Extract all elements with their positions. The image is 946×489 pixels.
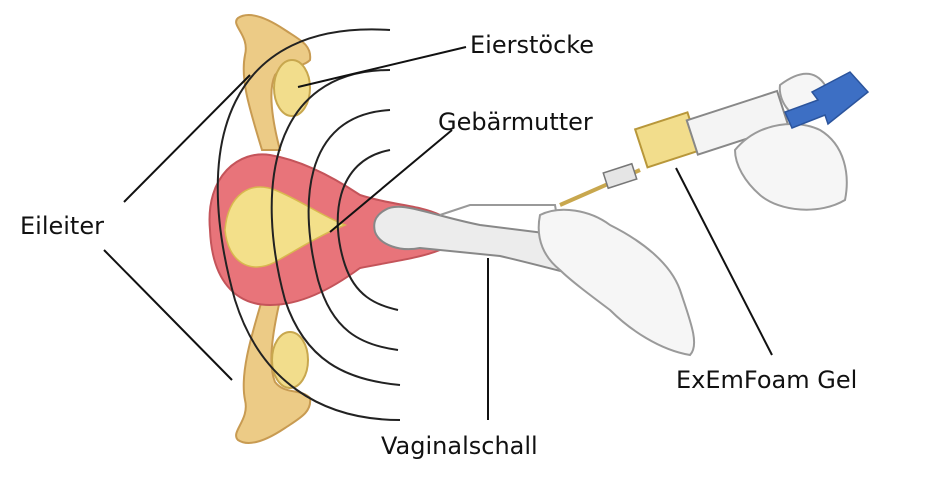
sound-waves — [216, 28, 401, 421]
leader-lines — [103, 46, 773, 420]
leader-gel — [675, 167, 773, 356]
label-eierstoecke: Eierstöcke — [470, 31, 595, 59]
fallopian-tube-top — [235, 14, 312, 151]
ovary-bottom — [271, 331, 309, 389]
label-vaginalschall: Vaginalschall — [381, 432, 538, 460]
push-arrow-icon — [783, 71, 870, 129]
ovary-top — [273, 59, 311, 117]
label-gebaermutter: Gebärmutter — [438, 108, 593, 136]
label-exemfoam-gel: ExEmFoam Gel — [676, 366, 858, 394]
label-eileiter: Eileiter — [20, 212, 104, 240]
syringe-barrel — [685, 89, 790, 156]
leader-eileiter-top — [123, 74, 251, 203]
hand-probe — [537, 208, 696, 357]
syringe — [559, 89, 821, 207]
fallopian-tube-bottom — [235, 299, 312, 444]
leader-eierstoecke — [297, 46, 467, 88]
leader-eileiter-bottom — [103, 249, 233, 381]
leader-gebaermutter — [329, 129, 453, 233]
